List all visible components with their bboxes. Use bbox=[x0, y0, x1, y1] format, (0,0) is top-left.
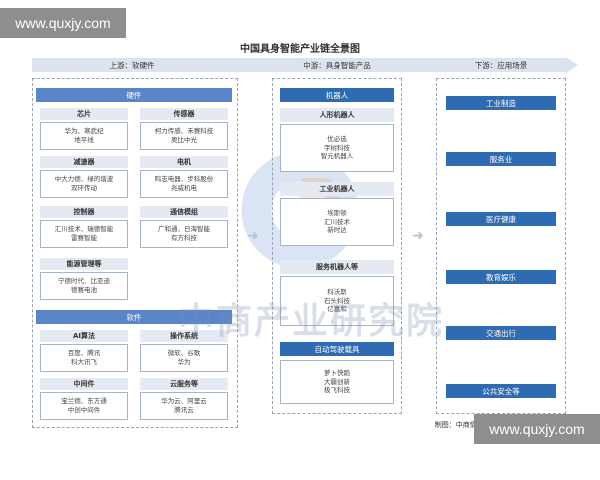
robot-companies-box: 埃斯顿 汇川技术 新时达 bbox=[280, 198, 394, 246]
company-line: 萝卜快跑 bbox=[324, 368, 350, 377]
hw-category-label: 电机 bbox=[140, 156, 228, 168]
sw-category-label: 中间件 bbox=[40, 378, 128, 390]
auto-driving-companies-box: 萝卜快跑 大疆创新 极飞科技 bbox=[280, 360, 394, 404]
sw-category-label: 云服务等 bbox=[140, 378, 228, 390]
sw-companies-box: 宝兰德、东方通 中创中间件 bbox=[40, 392, 128, 420]
company-line: 宝兰德、东方通 bbox=[61, 397, 107, 406]
company-line: 石头科技 bbox=[324, 296, 350, 305]
sw-companies-box: 微软、谷歌 华为 bbox=[140, 344, 228, 372]
robot-group-label: 工业机器人 bbox=[280, 182, 394, 196]
company-line: 地平线 bbox=[74, 136, 94, 144]
company-line: 科大讯飞 bbox=[71, 358, 97, 366]
company-line: 腾讯云 bbox=[174, 406, 194, 414]
company-line: 智元机器人 bbox=[320, 152, 354, 161]
robot-group-label: 服务机器人等 bbox=[280, 260, 394, 274]
company-line: 微软、谷歌 bbox=[167, 349, 201, 358]
company-line: 中创中间件 bbox=[67, 406, 101, 414]
hardware-header: 硬件 bbox=[36, 88, 232, 102]
flow-arrow-icon: ➜ bbox=[412, 228, 424, 244]
stage-midstream-label: 中游：具身智能产品 bbox=[303, 61, 371, 70]
company-line: 极飞科技 bbox=[324, 386, 350, 395]
company-line: 奥比中光 bbox=[171, 136, 197, 144]
watermark-badge-bottom-right: www.quxjy.com bbox=[474, 414, 600, 444]
sw-companies-box: 华为云、阿里云 腾讯云 bbox=[140, 392, 228, 420]
company-line: 华为云、阿里云 bbox=[161, 397, 207, 406]
flow-arrow-icon: ➜ bbox=[247, 228, 259, 244]
company-line: 优必选 bbox=[327, 134, 347, 143]
hw-category-label: 控制器 bbox=[40, 206, 128, 218]
company-line: 大疆创新 bbox=[324, 377, 350, 386]
robot-companies-box: 科沃斯 石头科技 亿嘉和 bbox=[280, 276, 394, 326]
company-line: 兆威机电 bbox=[171, 184, 197, 192]
upstream-panel bbox=[32, 78, 238, 428]
application-scene: 公共安全等 bbox=[446, 384, 556, 398]
application-scene: 教育娱乐 bbox=[446, 270, 556, 284]
robot-header: 机器人 bbox=[280, 88, 394, 102]
hw-companies-box: 柯力传感、禾赛科技 奥比中光 bbox=[140, 122, 228, 150]
stage-downstream-label: 下游：应用场景 bbox=[474, 61, 528, 70]
company-line: 埃斯顿 bbox=[327, 208, 347, 217]
company-line: 鸣志电器、步科股份 bbox=[154, 175, 214, 184]
company-line: 德赛电池 bbox=[71, 286, 97, 294]
stage-upstream-label: 上游：软硬件 bbox=[109, 61, 155, 70]
company-line: 科沃斯 bbox=[327, 287, 347, 296]
company-line: 广和通、日海智能 bbox=[158, 225, 210, 234]
auto-driving-header: 自动驾驶载具 bbox=[280, 342, 394, 356]
hw-companies-box: 中大力德、绿的谐波 双环传动 bbox=[40, 170, 128, 198]
sw-category-label: 操作系统 bbox=[140, 330, 228, 342]
application-scene: 服务业 bbox=[446, 152, 556, 166]
hw-companies-box: 宁德时代、比亚迪 德赛电池 bbox=[40, 272, 128, 300]
company-line: 汇川技术、瑞德智能 bbox=[54, 225, 114, 234]
company-line: 亿嘉和 bbox=[327, 305, 347, 314]
hw-companies-box: 华为、寒武纪 地平线 bbox=[40, 122, 128, 150]
company-line: 汇川技术 bbox=[324, 217, 350, 226]
company-line: 华为、寒武纪 bbox=[64, 127, 104, 136]
hw-companies-box: 汇川技术、瑞德智能 雷赛智能 bbox=[40, 220, 128, 248]
stage-banner bbox=[32, 58, 566, 72]
company-line: 中大力德、绿的谐波 bbox=[54, 175, 114, 184]
software-header: 软件 bbox=[36, 310, 232, 324]
downstream-panel bbox=[436, 78, 566, 414]
stage-banner-arrow bbox=[566, 57, 578, 73]
company-line: 宇树科技 bbox=[324, 143, 350, 152]
robot-companies-box: 优必选 宇树科技 智元机器人 bbox=[280, 124, 394, 172]
hw-category-label: 减速器 bbox=[40, 156, 128, 168]
company-line: 柯力传感、禾赛科技 bbox=[154, 127, 214, 136]
company-line: 百度、腾讯 bbox=[67, 349, 101, 358]
diagram-title: 中国具身智能产业链全景图 bbox=[240, 44, 360, 55]
hw-category-label: 通信模组 bbox=[140, 206, 228, 218]
midstream-panel bbox=[272, 78, 402, 414]
application-scene: 工业制造 bbox=[446, 96, 556, 110]
hw-category-label: 能源管理等 bbox=[40, 258, 128, 270]
watermark-badge-top-left: www.quxjy.com bbox=[0, 8, 126, 38]
company-line: 宁德时代、比亚迪 bbox=[58, 277, 110, 286]
company-line: 双环传动 bbox=[71, 184, 97, 192]
sw-category-label: AI算法 bbox=[40, 330, 128, 342]
company-line: 华为 bbox=[177, 358, 191, 366]
company-line: 雷赛智能 bbox=[71, 234, 97, 242]
application-scene: 医疗健康 bbox=[446, 212, 556, 226]
company-line: 有方科技 bbox=[171, 234, 197, 242]
application-scene: 交通出行 bbox=[446, 326, 556, 340]
hw-companies-box: 鸣志电器、步科股份 兆威机电 bbox=[140, 170, 228, 198]
company-line: 新时达 bbox=[327, 226, 347, 235]
hw-category-label: 芯片 bbox=[40, 108, 128, 120]
robot-group-label: 人形机器人 bbox=[280, 108, 394, 122]
hw-companies-box: 广和通、日海智能 有方科技 bbox=[140, 220, 228, 248]
hw-category-label: 传感器 bbox=[140, 108, 228, 120]
center-watermark-text: 中商产业研究院 bbox=[178, 301, 445, 342]
sw-companies-box: 百度、腾讯 科大讯飞 bbox=[40, 344, 128, 372]
